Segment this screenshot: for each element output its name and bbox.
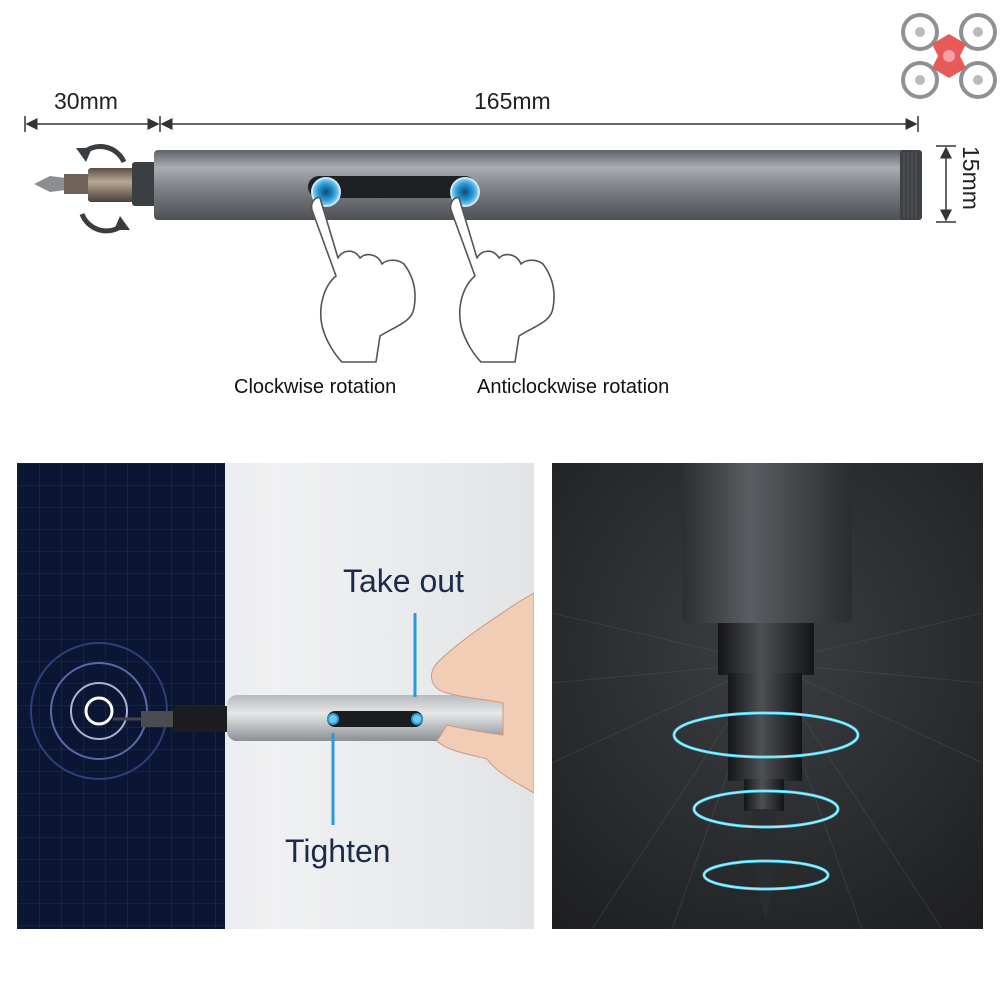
drone-logo-icon: [901, 13, 997, 99]
right-rotation-panel: [552, 463, 983, 929]
left-usage-panel: Take out Tighten: [17, 463, 534, 929]
dimension-body-length: 165mm: [474, 88, 551, 114]
screwdriver-illustration: [34, 144, 922, 363]
dimension-tip-length: 30mm: [54, 88, 118, 114]
left-panel-art: [17, 463, 534, 929]
label-tighten: Tighten: [285, 833, 391, 869]
caption-anticlockwise: Anticlockwise rotation: [477, 376, 670, 398]
caption-clockwise: Clockwise rotation: [234, 376, 397, 398]
dimension-lines: [24, 116, 956, 223]
label-take-out: Take out: [343, 563, 464, 599]
dimension-diameter: 15mm: [958, 146, 984, 210]
right-panel-art: [552, 463, 983, 929]
